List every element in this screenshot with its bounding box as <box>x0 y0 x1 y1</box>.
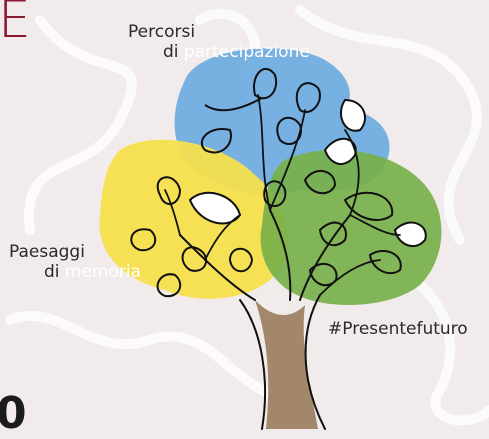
brand-letter-e: E <box>0 0 31 50</box>
tree-trunk <box>255 300 318 429</box>
label-paesaggi-line1: Paesaggi <box>9 242 85 262</box>
label-paesaggi-prefix: di <box>44 262 65 282</box>
brand-digit-zero: 0 <box>0 388 27 439</box>
label-presentefuturo: #Presentefuturo <box>328 319 468 339</box>
label-paesaggi-highlight: memoria <box>64 262 142 282</box>
tree-illustration <box>99 48 442 430</box>
label-percorsi-line1: Percorsi <box>128 22 196 42</box>
label-percorsi-line2: di partecipazione <box>163 42 310 62</box>
green-canopy <box>260 149 442 305</box>
label-paesaggi-line2: di memoria <box>44 262 141 282</box>
label-percorsi-prefix: di <box>163 42 184 62</box>
yellow-canopy <box>99 139 288 299</box>
label-percorsi-highlight: partecipazione <box>183 42 310 62</box>
